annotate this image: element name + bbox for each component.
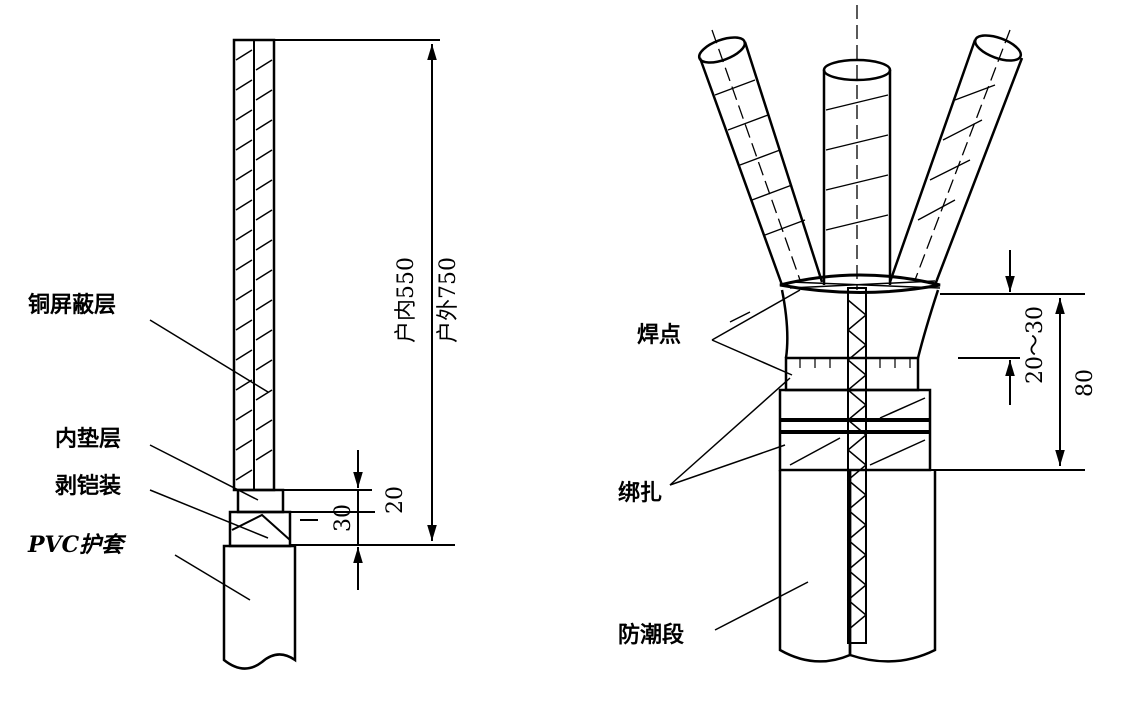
shield-hatching [235, 49, 273, 481]
lower-core-right [848, 470, 937, 663]
left-cable [222, 38, 297, 670]
right-dimensions [930, 250, 1085, 471]
dim-20-30: 20～30 [1023, 306, 1048, 384]
label-inner-liner: 内垫层 [55, 426, 121, 452]
left-leaders [149, 319, 269, 601]
weld-ring [779, 273, 941, 294]
dim-80: 80 [1073, 369, 1098, 397]
core-tape-lines [711, 5, 1011, 290]
left-core [698, 41, 824, 286]
dim-outdoor: 户外750 [436, 257, 461, 343]
label-copper-shield: 铜屏蔽层 [28, 292, 116, 318]
label-stripped-armor: 剥铠装 [55, 473, 121, 499]
pvc-sheath [222, 544, 297, 670]
right-cable [697, 5, 1024, 663]
label-moisture-section: 防潮段 [618, 622, 684, 648]
label-binding: 绑扎 [618, 480, 662, 506]
dim-indoor: 户内550 [394, 257, 419, 343]
middle-core [822, 70, 892, 285]
dim-30: 30 [331, 504, 356, 532]
dim-20: 20 [383, 486, 408, 514]
label-pvc-sheath: PVC护套 [27, 532, 127, 558]
lower-core-left [778, 470, 852, 663]
label-weld-point: 焊点 [637, 322, 681, 348]
right-leaders [669, 289, 809, 631]
left-dimensions [275, 39, 455, 590]
right-core [888, 39, 1024, 286]
